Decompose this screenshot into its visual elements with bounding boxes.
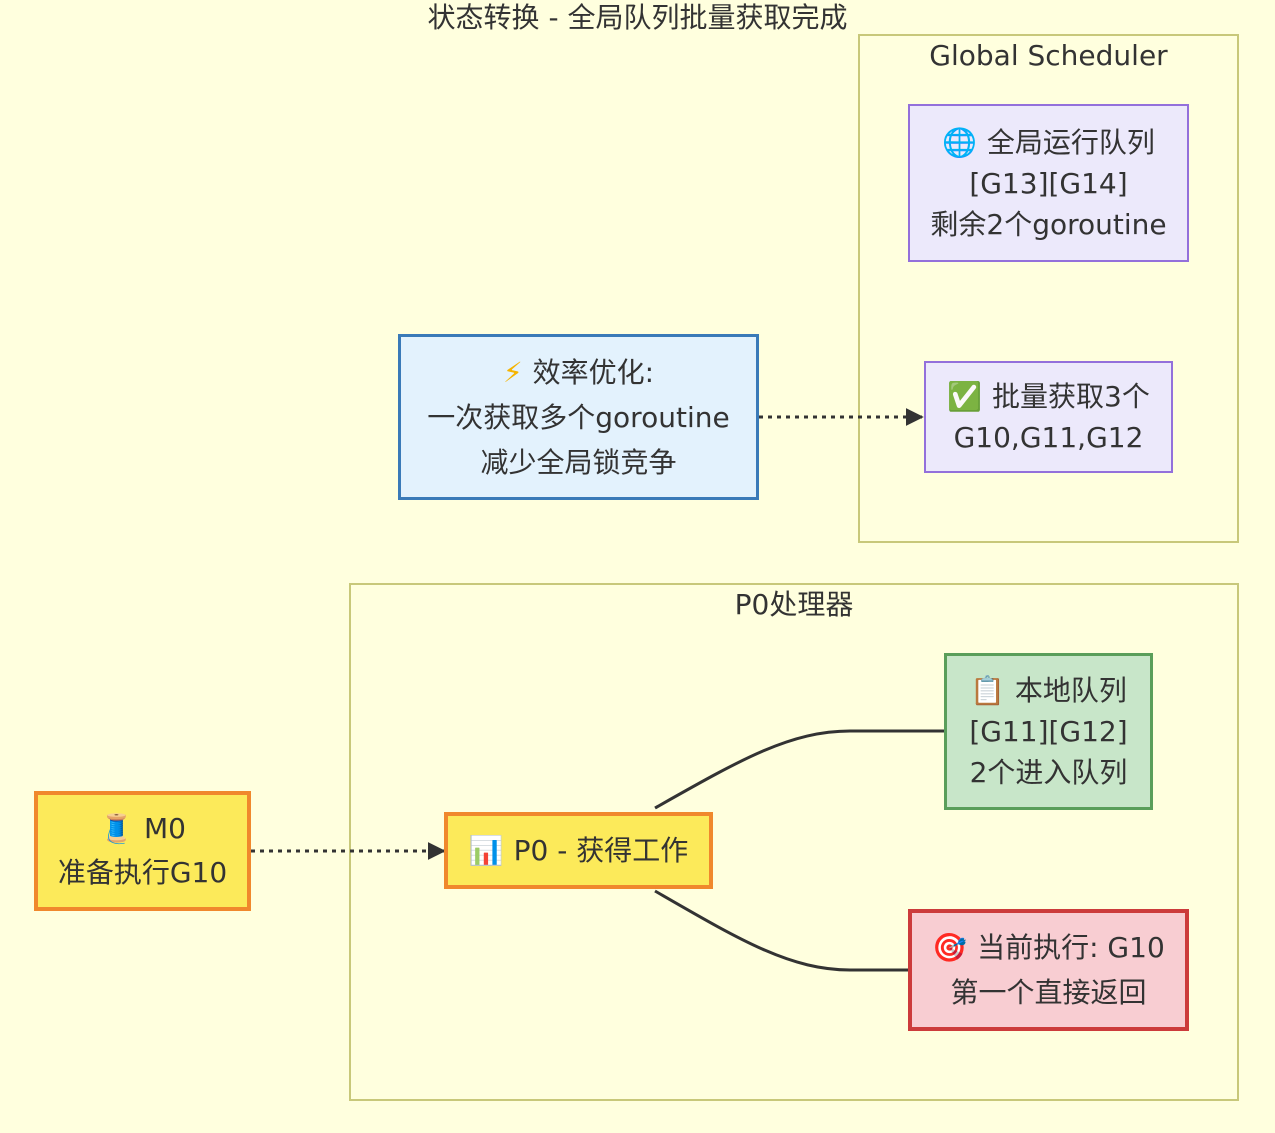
p0-processor-cluster: P0处理器 [349,583,1239,1101]
node-text: 剩余2个goroutine [930,207,1167,241]
node-text: 准备执行G10 [57,856,228,889]
globe-icon: 🌐 [942,125,977,159]
efficiency-note-node: ⚡ 效率优化: 一次获取多个goroutine 减少全局锁竞争 [398,334,759,500]
node-text: P0 - 获得工作 [513,834,689,867]
bar-chart-icon: 📊 [468,834,504,867]
current-execution-node: 🎯 当前执行: G10 第一个直接返回 [908,909,1189,1031]
clipboard-icon: 📋 [970,674,1005,707]
node-text: 2个进入队列 [969,756,1128,789]
node-text: 效率优化: [532,355,655,389]
global-scheduler-cluster: Global Scheduler [858,34,1239,543]
lightning-icon: ⚡ [502,355,523,389]
cluster-label: P0处理器 [734,588,854,621]
node-text: 第一个直接返回 [950,976,1147,1009]
node-text: M0 [143,812,186,845]
batch-fetch-node: ✅ 批量获取3个 G10,G11,G12 [924,361,1173,473]
p0-work-node: 📊 P0 - 获得工作 [444,812,713,889]
node-text: G10,G11,G12 [953,421,1144,454]
m0-thread-node: 🧵 M0 准备执行G10 [34,791,251,911]
node-text: 当前执行: G10 [977,931,1165,964]
node-text: 批量获取3个 [992,380,1150,413]
node-text: 减少全局锁竞争 [480,445,677,479]
local-queue-node: 📋 本地队列 [G11][G12] 2个进入队列 [944,653,1153,810]
node-text: [G11][G12] [969,715,1128,748]
node-text: [G13][G14] [969,166,1128,200]
thread-icon: 🧵 [99,812,134,845]
global-run-queue-node: 🌐 全局运行队列 [G13][G14] 剩余2个goroutine [908,104,1189,262]
check-icon: ✅ [947,380,983,413]
cluster-label: Global Scheduler [929,39,1168,72]
diagram-title: 状态转换 - 全局队列批量获取完成 [427,1,848,34]
target-icon: 🎯 [932,931,968,964]
node-text: 全局运行队列 [986,125,1155,159]
node-text: 本地队列 [1014,674,1127,707]
node-text: 一次获取多个goroutine [427,400,730,434]
